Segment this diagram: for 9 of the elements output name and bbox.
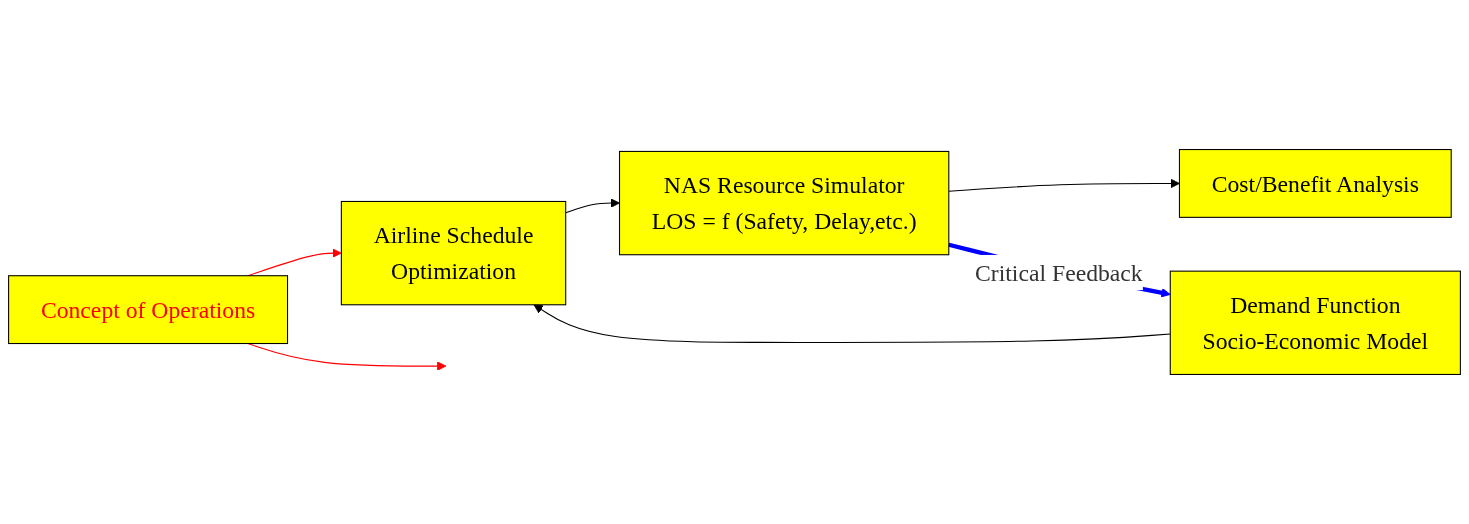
node-box: NAS Resource Simulator LOS = f (Safety, Delay,etc.) [618, 150, 950, 256]
node-box: Cost/Benefit Analysis [1178, 149, 1452, 218]
arrow [565, 198, 620, 214]
node-box: Airline Schedule Optimization [340, 200, 567, 306]
arrow [948, 178, 1180, 192]
arrow [533, 304, 1171, 343]
node-box: Concept of Operations [8, 275, 289, 345]
node-box: Demand Function Socio-Economic Model [1169, 270, 1461, 375]
edge-label: Critical Feedback [975, 259, 1143, 287]
